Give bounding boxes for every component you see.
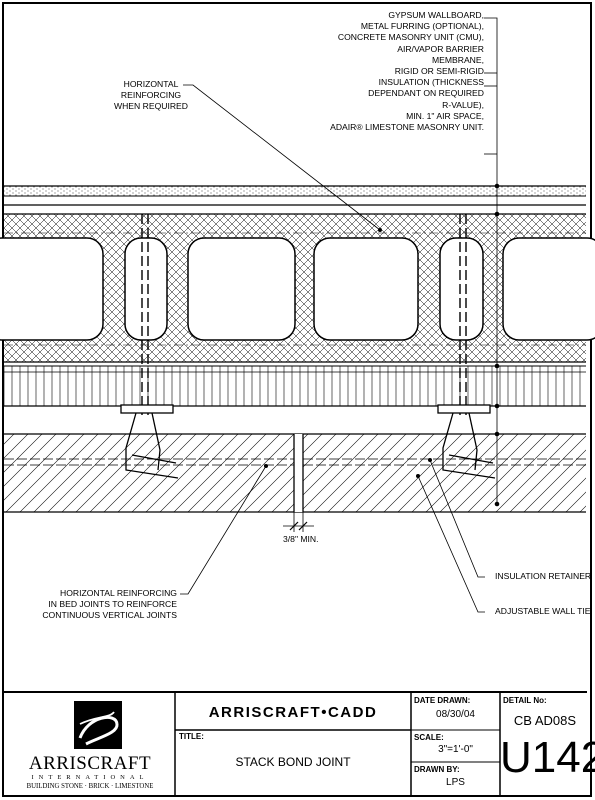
concrete-masonry-unit-layer	[0, 213, 595, 415]
adjustable-wall-tie-right	[437, 404, 496, 479]
scale-value: 3"=1'-0"	[438, 744, 473, 755]
logo-tagline: BUILDING STONE · BRICK · LIMESTONE	[26, 783, 154, 790]
rigid-insulation-layer	[4, 365, 586, 407]
vertical-stack-joint	[294, 434, 303, 512]
date-label: DATE DRAWN:	[414, 696, 471, 705]
annotation-leaders	[180, 17, 498, 613]
detail-code: CB AD08S	[513, 713, 577, 728]
arriscraft-logo-mark	[74, 701, 122, 749]
title-label: TITLE:	[179, 732, 204, 741]
cmu-cells	[0, 237, 595, 341]
horizontal-reinforcing-callout: HORIZONTAL REINFORCING WHEN REQUIRED	[113, 79, 188, 112]
limestone-masonry-layer	[4, 433, 586, 513]
bed-joint-reinforcing-callout: HORIZONTAL REINFORCING IN BED JOINTS TO …	[42, 588, 177, 621]
detail-number-label: DETAIL No:	[503, 696, 547, 705]
detail-number: U142	[500, 733, 595, 782]
brand-name: ARRISCRAFT•CADD	[208, 704, 378, 721]
drawn-by-value: LPS	[446, 777, 465, 788]
vertical-reinforcing-bars	[141, 214, 467, 415]
drawing-title: STACK BOND JOINT	[235, 755, 351, 769]
logo-subtitle: INTERNATIONAL	[31, 774, 149, 781]
title-block-frame	[4, 691, 587, 796]
joint-dimension-label: 3/8" MIN.	[283, 534, 319, 544]
date-value: 08/30/04	[436, 709, 475, 720]
adjustable-wall-tie-left	[120, 404, 179, 479]
layer-callout: GYPSUM WALLBOARD, METAL FURRING (OPTIONA…	[330, 10, 484, 133]
scale-label: SCALE:	[414, 733, 444, 742]
drawn-by-label: DRAWN BY:	[414, 765, 460, 774]
gypsum-wallboard-layer	[4, 185, 586, 206]
logo-wordmark: ARRISCRAFT	[28, 753, 152, 774]
joint-dimension	[283, 512, 314, 532]
insulation-retainer-label: INSULATION RETAINER	[495, 571, 592, 581]
adjustable-wall-tie-label: ADJUSTABLE WALL TIE	[495, 606, 591, 616]
leader-dots	[264, 183, 500, 507]
